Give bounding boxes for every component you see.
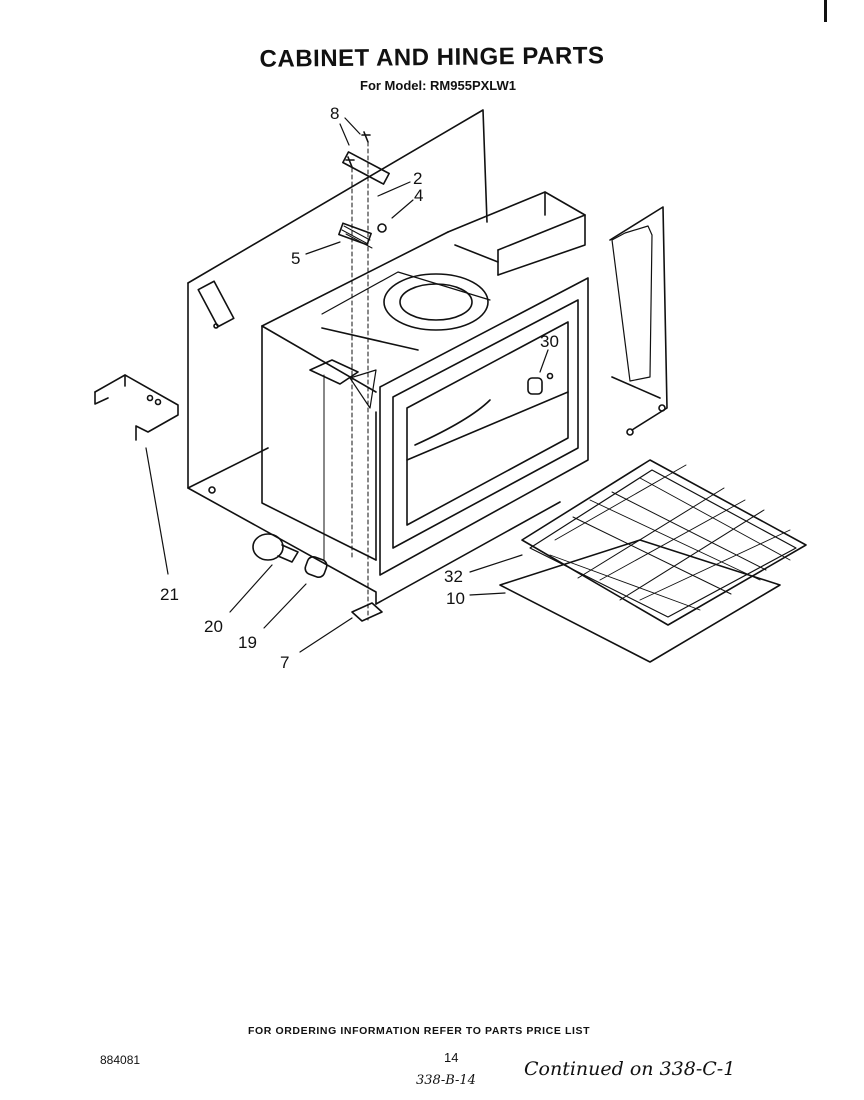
latch-knob [527, 372, 554, 395]
oven-cavity [261, 231, 491, 561]
callout-7: 7 [280, 653, 289, 672]
top-housing [447, 191, 586, 276]
document-number: 884081 [100, 1053, 141, 1067]
callout-30: 30 [540, 332, 559, 351]
front-frame [379, 277, 589, 576]
handwritten-continued-note: Continued on 338-C-1 [524, 1058, 736, 1080]
leader-lines [145, 117, 549, 653]
scan-edge-mark [824, 0, 827, 22]
callout-5: 5 [291, 249, 300, 268]
tray-sheet-10 [499, 539, 781, 663]
callout-21: 21 [160, 585, 179, 604]
callout-10: 10 [446, 589, 465, 608]
hinge-parts [309, 131, 390, 621]
page-number: 14 [444, 1050, 459, 1065]
callout-19: 19 [238, 633, 257, 652]
model-line: For Model: RM955PXLW1 [360, 78, 517, 93]
bracket-21 [94, 374, 179, 441]
plate-7 [351, 602, 383, 622]
callout-4: 4 [414, 186, 423, 205]
ordering-info: FOR ORDERING INFORMATION REFER TO PARTS … [248, 1025, 591, 1037]
callout-2: 2 [413, 169, 422, 188]
handwritten-reference: 338-B-14 [416, 1073, 476, 1088]
callout-32: 32 [444, 567, 463, 586]
callout-8: 8 [330, 104, 339, 123]
callout-20: 20 [204, 617, 223, 636]
grid-shelf [521, 459, 807, 626]
lamp-assembly [252, 533, 328, 578]
cabinet-wrapper [187, 109, 668, 605]
